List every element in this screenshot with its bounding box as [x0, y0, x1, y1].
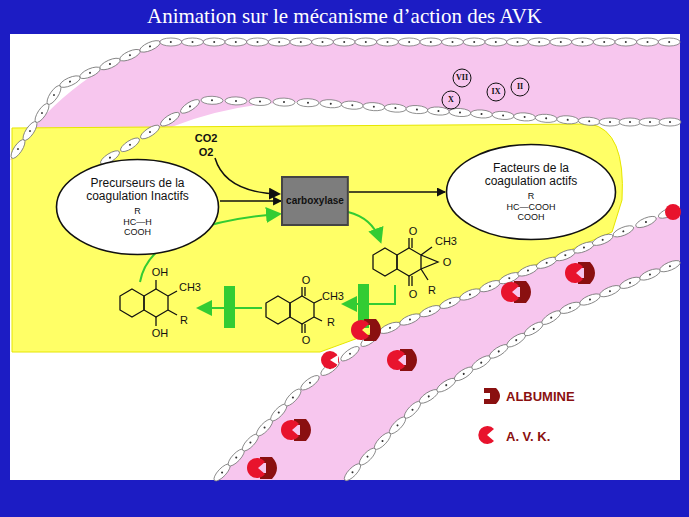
node-label: X — [448, 95, 454, 104]
atom-label: O — [409, 226, 418, 237]
factor-circle: X — [441, 90, 461, 110]
node-label: VII — [456, 73, 468, 82]
title: Animation sur le mécanisme d’action des … — [0, 4, 689, 29]
inhibition-bar — [224, 286, 235, 328]
formula-text: HC—COOH — [507, 202, 556, 212]
panel — [10, 34, 680, 480]
node-label: II — [517, 82, 523, 91]
node-label: Facteurs de la coagulation actifs — [474, 162, 588, 190]
gas-label: O2 — [199, 147, 214, 158]
reaction-arrow — [349, 191, 445, 193]
factor-circle: IX — [486, 82, 506, 102]
atom-label: CH3 — [179, 282, 201, 293]
formula-text: COOH — [124, 227, 151, 237]
atom-label: R — [327, 317, 335, 328]
endothelial-cells — [9, 38, 682, 483]
gas-arrow — [215, 158, 278, 194]
atom-label: CH3 — [435, 236, 457, 247]
atom-label: OH — [152, 267, 169, 278]
factor-circle: II — [510, 77, 530, 97]
formula-text: COOH — [518, 212, 545, 222]
factor-oval: Precurseurs de la coagulation InactifsRH… — [55, 158, 220, 256]
formula-text: HC—H — [123, 217, 152, 227]
enzyme-box: carboxylase — [281, 176, 349, 226]
atom-label: R — [180, 315, 188, 326]
legend-text: ALBUMINE — [506, 389, 575, 404]
atom-label: O — [443, 257, 452, 268]
lower-vessel — [215, 208, 680, 480]
atom-label: OH — [152, 328, 169, 339]
node-label: IX — [492, 87, 501, 96]
formula-text: R — [528, 191, 535, 201]
reaction-arrow — [220, 200, 281, 202]
formula-text: R — [134, 206, 141, 216]
atom-label: CH3 — [322, 291, 344, 302]
albumin-avk-pairs — [247, 204, 681, 479]
factor-circle: VII — [452, 68, 472, 88]
atom-label: R — [428, 285, 436, 296]
vitamin-k-molecules — [120, 238, 438, 333]
legend-samples — [478, 388, 500, 444]
atom-label: O — [302, 335, 311, 346]
atom-label: O — [302, 275, 311, 286]
legend-text: A. V. K. — [506, 429, 550, 444]
factor-oval: Facteurs de la coagulation actifsRHC—COO… — [445, 143, 617, 241]
atom-label: O — [409, 289, 418, 300]
node-label: carboxylase — [286, 195, 344, 207]
node-label: Precurseurs de la coagulation Inactifs — [83, 177, 192, 205]
gas-label: CO2 — [195, 133, 218, 144]
